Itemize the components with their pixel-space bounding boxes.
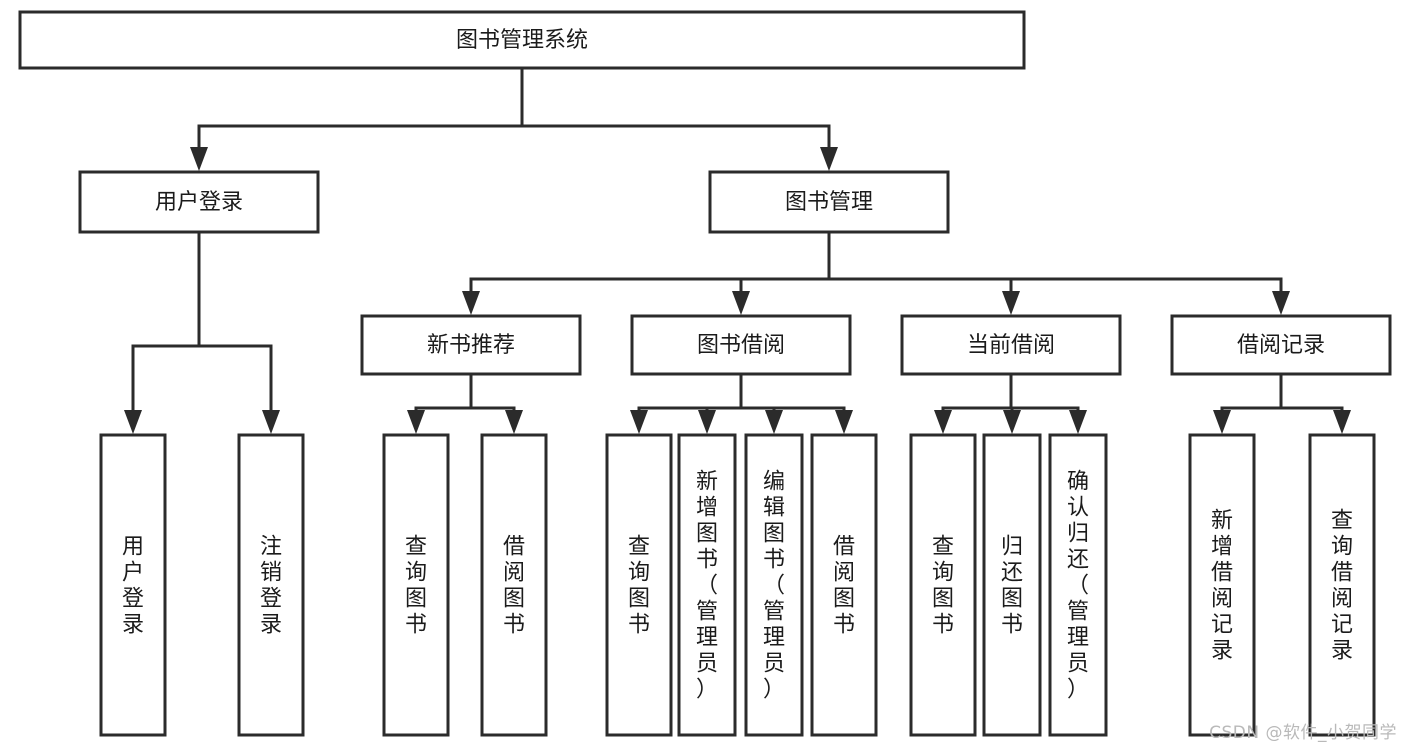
node-label: 新增借阅记录 bbox=[1211, 508, 1233, 663]
node-l3_3[interactable]: 当前借阅 bbox=[900, 314, 1122, 376]
node-l2_2[interactable]: 图书管理 bbox=[708, 170, 950, 234]
node-leaf_5[interactable]: 查询图书 bbox=[605, 433, 673, 737]
node-label: 借阅图书 bbox=[503, 534, 525, 637]
node-label: 查询图书 bbox=[405, 534, 427, 637]
edge-group-l3_2 bbox=[630, 372, 853, 434]
node-leaf_13[interactable]: 查询借阅记录 bbox=[1308, 433, 1376, 737]
node-leaf_2[interactable]: 注销登录 bbox=[237, 433, 305, 737]
node-leaf_4[interactable]: 借阅图书 bbox=[480, 433, 548, 737]
node-label: 当前借阅 bbox=[967, 333, 1055, 358]
node-leaf_6[interactable]: 新增图书（管理员） bbox=[677, 433, 737, 737]
node-l3_1[interactable]: 新书推荐 bbox=[360, 314, 582, 376]
edge-group-l2_1 bbox=[124, 230, 280, 434]
node-label: 确认归还（管理员） bbox=[1067, 469, 1089, 702]
node-label: 图书管理 bbox=[785, 190, 873, 215]
node-leaf_9[interactable]: 查询图书 bbox=[909, 433, 977, 737]
edge-group-l3_4 bbox=[1213, 372, 1351, 434]
node-label: 用户登录 bbox=[155, 190, 243, 215]
node-label: 编辑图书（管理员） bbox=[763, 469, 785, 702]
edge-group-l3_1 bbox=[407, 372, 523, 434]
node-l3_2[interactable]: 图书借阅 bbox=[630, 314, 852, 376]
node-l2_1[interactable]: 用户登录 bbox=[78, 170, 320, 234]
node-label: 新增图书（管理员） bbox=[696, 469, 718, 702]
node-leaf_8[interactable]: 借阅图书 bbox=[810, 433, 878, 737]
edge-group-l2_2 bbox=[462, 230, 1290, 315]
node-label: 归还图书 bbox=[1001, 534, 1023, 637]
node-leaf_10[interactable]: 归还图书 bbox=[982, 433, 1042, 737]
node-label: 借阅图书 bbox=[833, 534, 855, 637]
node-label: 借阅记录 bbox=[1237, 333, 1325, 358]
nodes-layer: 图书管理系统用户登录图书管理新书推荐图书借阅当前借阅借阅记录用户登录注销登录查询… bbox=[18, 10, 1392, 737]
node-label: 新书推荐 bbox=[427, 333, 515, 358]
node-label: 查询借阅记录 bbox=[1331, 508, 1353, 663]
node-l3_4[interactable]: 借阅记录 bbox=[1170, 314, 1392, 376]
node-leaf_11[interactable]: 确认归还（管理员） bbox=[1048, 433, 1108, 737]
node-label: 图书管理系统 bbox=[456, 28, 588, 53]
node-label: 图书借阅 bbox=[697, 333, 785, 358]
node-label: 注销登录 bbox=[260, 534, 282, 637]
node-root[interactable]: 图书管理系统 bbox=[18, 10, 1026, 70]
node-leaf_12[interactable]: 新增借阅记录 bbox=[1188, 433, 1256, 737]
edge-group-l3_3 bbox=[934, 372, 1087, 434]
watermark-text: CSDN @软件_小贺同学 bbox=[1209, 723, 1397, 743]
node-label: 用户登录 bbox=[122, 534, 144, 637]
edges-layer bbox=[124, 66, 1351, 434]
node-leaf_3[interactable]: 查询图书 bbox=[382, 433, 450, 737]
node-leaf_7[interactable]: 编辑图书（管理员） bbox=[744, 433, 804, 737]
node-leaf_1[interactable]: 用户登录 bbox=[99, 433, 167, 737]
node-label: 查询图书 bbox=[932, 534, 954, 637]
node-label: 查询图书 bbox=[628, 534, 650, 637]
edge-group-root bbox=[190, 66, 838, 171]
